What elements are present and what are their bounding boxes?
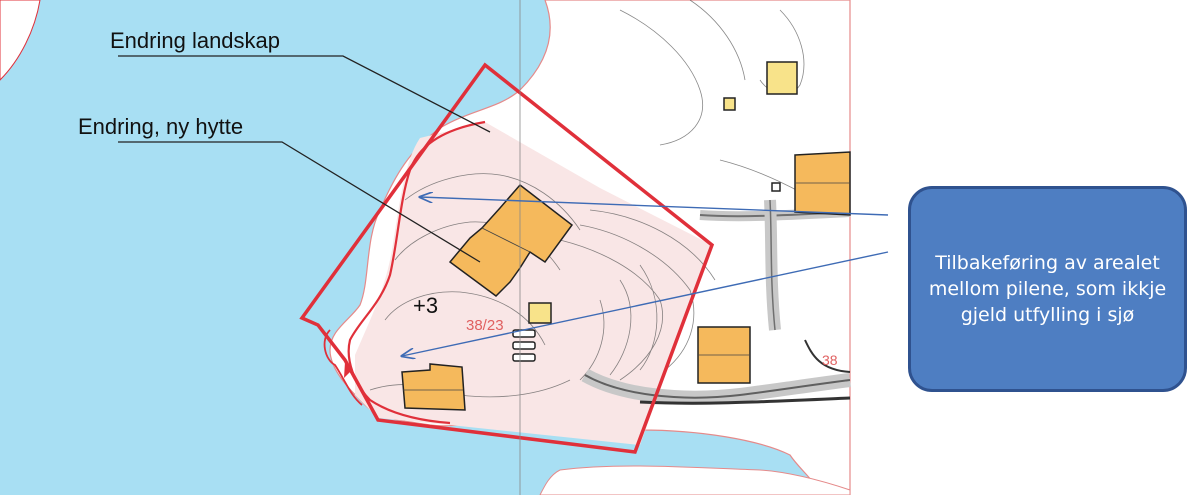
plan-area-fill: [355, 122, 712, 445]
label-parcel-edge: 38: [822, 352, 838, 368]
label-new-cabin-change: Endring, ny hytte: [78, 114, 243, 139]
building-small-north: [766, 61, 798, 95]
shoreline-boundary: [347, 120, 486, 425]
building-tiny-north: [723, 97, 736, 111]
parking-symbols: [512, 329, 536, 362]
leader-lines: [118, 55, 491, 263]
building-far-east: [794, 151, 851, 216]
arrow-lower: [402, 251, 889, 356]
label-parcel: 38/23: [466, 317, 504, 334]
land-bottom: [539, 465, 851, 495]
building-south-west: [401, 363, 466, 411]
label-landscape-change: Endring landskap: [110, 28, 280, 53]
arrow-upper: [420, 197, 889, 216]
coast-red-marker: [344, 362, 350, 378]
shoreline-boundary-outer: [323, 329, 363, 406]
callout-box: Tilbakeføring av arealet mellom pilene, …: [908, 186, 1187, 392]
buildings: [401, 61, 851, 411]
callout-arrows: [402, 197, 889, 356]
building-shed: [528, 302, 552, 324]
shore-top-left: [0, 0, 41, 81]
label-elevation: +3: [413, 293, 438, 318]
new-cabin: [448, 183, 574, 297]
callout-text: Tilbakeføring av arealet mellom pilene, …: [928, 252, 1167, 326]
